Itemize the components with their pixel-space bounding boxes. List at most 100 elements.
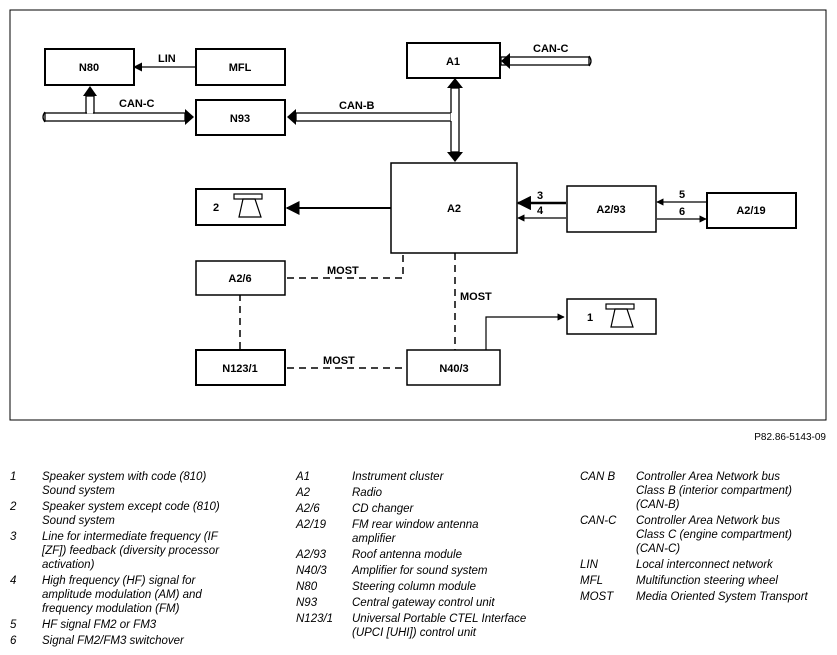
legend-entry: N123/1 Universal Portable CTEL Interface …	[296, 612, 558, 640]
speaker-2-icon	[233, 193, 263, 218]
mfl-box	[195, 48, 286, 86]
legend-key: N40/3	[296, 565, 327, 577]
a1-box	[406, 42, 501, 79]
legend-key: A2	[296, 487, 311, 499]
legend-key: LIN	[580, 559, 598, 571]
n93-box	[195, 99, 286, 136]
a2-93-label: A2/93	[596, 204, 625, 216]
legend-entry: A2/93 Roof antenna module	[296, 548, 558, 562]
can-c-a1-bus	[500, 53, 592, 69]
legend-key: A1	[296, 471, 311, 483]
a2-19-box	[706, 192, 797, 229]
n40-to-speaker1-line	[485, 313, 565, 350]
a2-label: A2	[447, 203, 461, 215]
legend-entry: MOST Media Oriented System Transport	[580, 590, 830, 604]
n93-label: N93	[230, 113, 250, 125]
legend-entry: N93 Central gateway control unit	[296, 596, 558, 610]
can-c-n93-label: CAN-C	[119, 98, 154, 110]
n80-box	[44, 48, 135, 86]
legend-key: 4	[10, 575, 17, 587]
signal-6-label: 6	[679, 206, 685, 218]
diagram-frame	[9, 9, 827, 421]
legend-key: N93	[296, 597, 318, 609]
legend-key: N123/1	[296, 613, 334, 625]
a2-6-label: A2/6	[228, 273, 251, 285]
mfl-label: MFL	[229, 62, 252, 74]
legend-text: Steering column module	[352, 581, 477, 593]
speaker-1-box: 1	[566, 298, 657, 335]
can-c-n93-bus	[42, 86, 194, 125]
speaker-1-icon	[605, 303, 635, 328]
speaker-1-label: 1	[587, 312, 593, 324]
legend-key: A2/19	[296, 519, 327, 531]
signal-4-label: 4	[537, 205, 544, 217]
legend-key: CAN-C	[580, 515, 617, 527]
legend-text: Signal FM2/FM3 switchover	[42, 635, 184, 647]
signal-5-label: 5	[679, 189, 685, 201]
n80-label: N80	[79, 62, 99, 74]
legend-key: 3	[10, 531, 17, 543]
legend-entry: 2 Speaker system except code (810) Sound …	[10, 500, 270, 528]
legend-text: FM rear window antenna amplifier	[352, 519, 479, 545]
legend-text: HF signal FM2 or FM3	[42, 619, 157, 631]
legend-text: Controller Area Network bus Class B (int…	[636, 471, 792, 511]
legend-key: CAN B	[580, 471, 616, 483]
legend-entry: A2/6 CD changer	[296, 502, 558, 516]
legend-entry: A2/19 FM rear window antenna amplifier	[296, 518, 558, 546]
legend-key: 5	[10, 619, 17, 631]
legend-entry: CAN-C Controller Area Network bus Class C…	[580, 514, 830, 556]
a2-19-label: A2/19	[736, 205, 765, 217]
legend-abbreviations: CAN B Controller Area Network bus Class B…	[580, 470, 830, 606]
legend-entry: 5 HF signal FM2 or FM3	[10, 618, 270, 632]
legend-entry: A1 Instrument cluster	[296, 470, 558, 484]
legend-text: Roof antenna module	[352, 549, 462, 561]
legend-key: MOST	[580, 591, 614, 603]
legend-entry: CAN B Controller Area Network bus Class B…	[580, 470, 830, 512]
n123-1-box	[195, 349, 286, 386]
most-a26-label: MOST	[327, 265, 359, 277]
most-n123-label: MOST	[323, 355, 355, 367]
legend-key: 2	[10, 501, 17, 513]
legend-entry: A2 Radio	[296, 486, 558, 500]
legend-text: Multifunction steering wheel	[636, 575, 778, 587]
speaker-2-box: 2	[195, 188, 286, 226]
can-c-a1-label: CAN-C	[533, 43, 568, 55]
legend-text: Central gateway control unit	[352, 597, 495, 609]
lin-label: LIN	[158, 53, 176, 65]
legend-text: CD changer	[352, 503, 414, 515]
legend-key: 6	[10, 635, 17, 647]
speaker-2-label: 2	[213, 202, 219, 214]
legend-text: Radio	[352, 487, 383, 499]
legend-text: Instrument cluster	[352, 471, 444, 483]
legend-text: Speaker system with code (810) Sound sys…	[42, 471, 207, 497]
signal-3-label: 3	[537, 190, 543, 202]
legend-text: Universal Portable CTEL Interface (UPCI …	[352, 613, 527, 639]
legend-key: A2/93	[296, 549, 327, 561]
legend-entry: 3 Line for intermediate frequency (IF [ZF…	[10, 530, 270, 572]
most-lines	[239, 253, 456, 369]
can-b-label: CAN-B	[339, 100, 374, 112]
a1-label: A1	[446, 56, 460, 68]
a2-93-box	[566, 185, 657, 233]
legend-key: 1	[10, 471, 17, 483]
legend-entry: 6 Signal FM2/FM3 switchover	[10, 634, 270, 648]
legend-key: N80	[296, 581, 318, 593]
legend-key: MFL	[580, 575, 603, 587]
legend-text: Media Oriented System Transport	[636, 591, 808, 603]
legend-text: Controller Area Network bus Class C (eng…	[636, 515, 792, 555]
legend-text: Speaker system except code (810) Sound s…	[42, 501, 220, 527]
legend-key: A2/6	[296, 503, 320, 515]
a2-6-box	[195, 260, 286, 296]
block-diagram: N80 MFL A1 N93 A2 2 A2/93 A2/19 A2/6 1 N…	[9, 9, 827, 421]
figure-id: P82.86-5143-09	[754, 432, 826, 443]
n40-3-label: N40/3	[439, 363, 468, 375]
n123-1-label: N123/1	[222, 363, 257, 375]
legend-text: Line for intermediate frequency (IF [ZF]…	[42, 531, 220, 571]
a2-box	[390, 162, 518, 254]
legend-entry: 1 Speaker system with code (810) Sound sy…	[10, 470, 270, 498]
legend-numbers: 1 Speaker system with code (810) Sound sy…	[10, 470, 270, 650]
